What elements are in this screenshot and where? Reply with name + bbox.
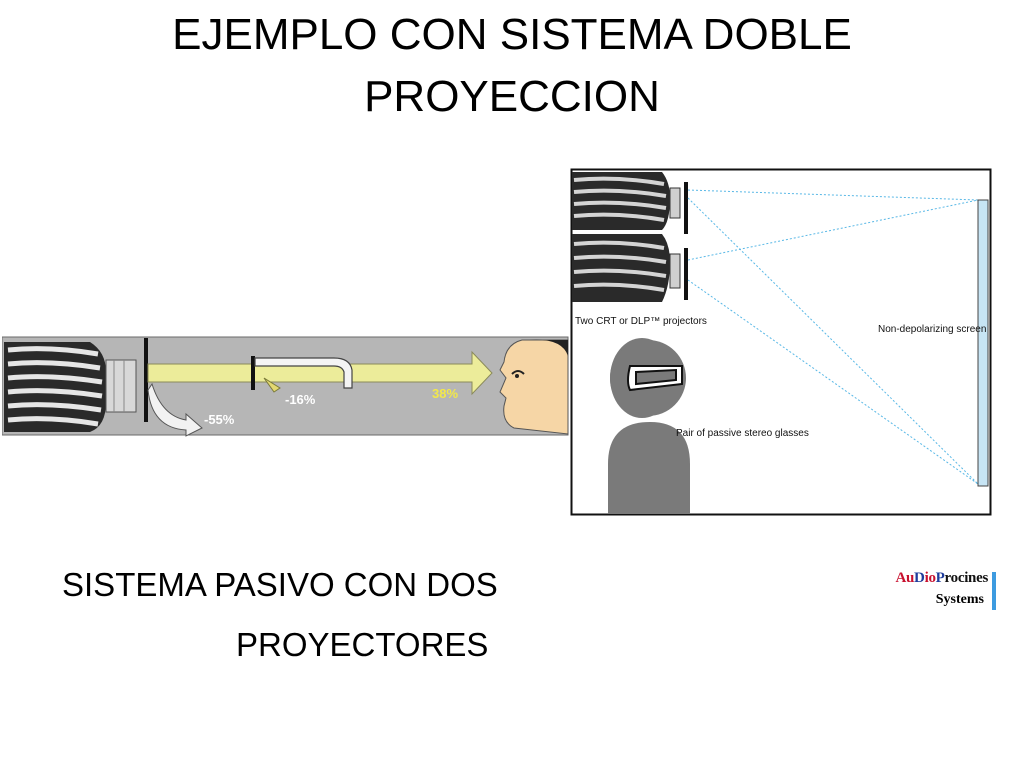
viewer-silhouette-icon <box>608 338 690 514</box>
light-beam-arrow <box>147 350 493 396</box>
projector-bottom-icon <box>572 234 688 302</box>
company-logo: AuDioProcines Systems <box>846 570 996 614</box>
logo-part-p: P <box>935 570 945 586</box>
filter-label: -16% <box>285 392 316 407</box>
projector-icon <box>4 342 137 432</box>
logo-systems: Systems <box>935 592 984 607</box>
projection-screen <box>977 199 989 487</box>
logo-accent-bar <box>992 572 996 610</box>
result-label: 38% <box>432 386 458 401</box>
projectors-label: Two CRT or DLP™ projectors <box>575 316 707 327</box>
loss-arrow-icon <box>147 382 203 437</box>
slide-subtitle: SISTEMA PASIVO CON DOS PROYECTORES <box>62 555 582 675</box>
subtitle-line1: SISTEMA PASIVO CON DOS <box>62 566 498 603</box>
polarizer-plate <box>144 338 148 422</box>
stereo-glasses-icon <box>627 365 683 392</box>
logo-part-d: D <box>914 570 925 586</box>
loss-label: -55% <box>204 412 235 427</box>
slide-title-line1: EJEMPLO CON SISTEMA DOBLE <box>172 10 852 59</box>
logo-part-io: io <box>924 570 936 586</box>
slide-title-line2: PROYECCION <box>364 72 660 121</box>
dual-projection-diagram: Two CRT or DLP™ projectors Non-depolariz… <box>570 168 992 516</box>
logo-part-au: Au <box>895 570 915 586</box>
slide-title: EJEMPLO CON SISTEMA DOBLE PROYECCION <box>0 4 1024 128</box>
projector-top-icon <box>572 172 688 234</box>
glasses-label: Pair of passive stereo glasses <box>676 428 809 439</box>
logo-wordmark: AuDioProcines <box>895 570 988 587</box>
screen-label: Non-depolarizing screen <box>878 324 986 335</box>
projection-rays <box>687 189 979 485</box>
subtitle-line2: PROYECTORES <box>236 626 489 663</box>
light-loss-diagram: -55% -16% 38% <box>2 336 569 437</box>
viewer-face-icon <box>499 339 569 435</box>
logo-part-rocines: rocines <box>944 570 989 586</box>
filter-icon <box>251 356 353 393</box>
